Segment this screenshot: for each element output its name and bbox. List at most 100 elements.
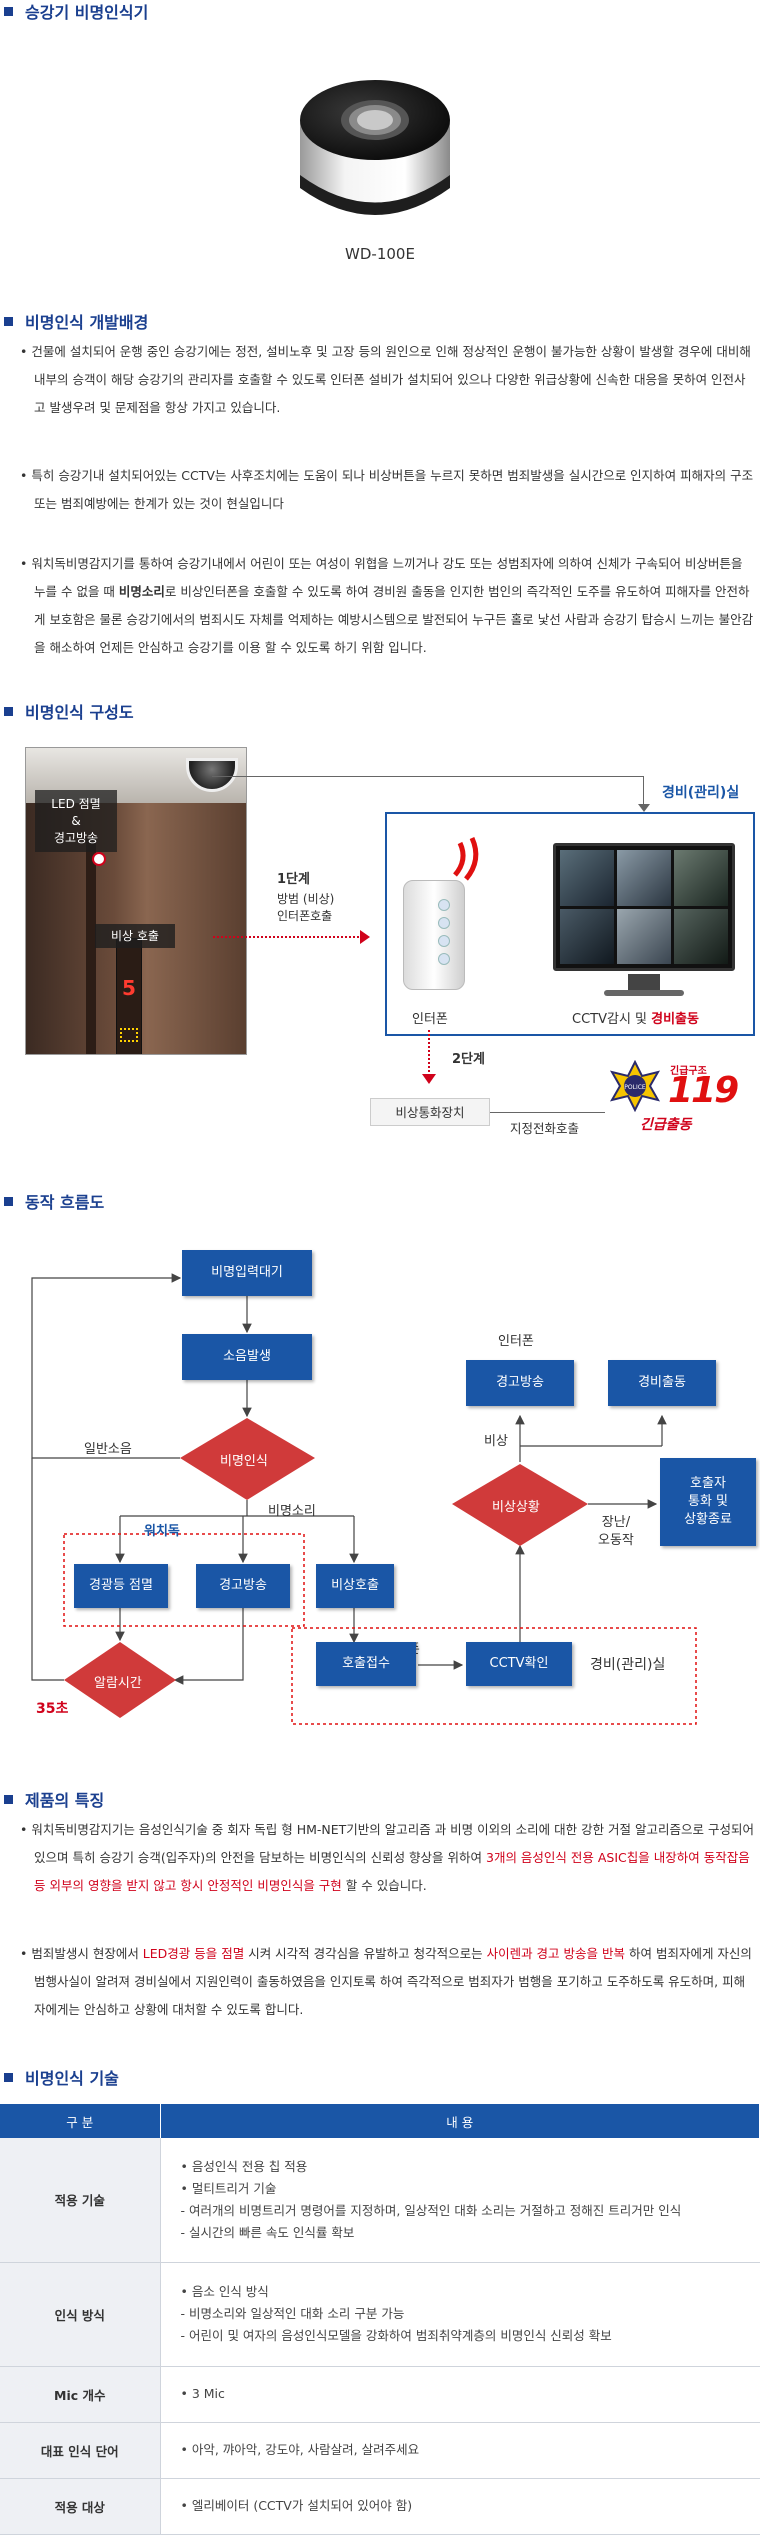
- section-title-product: 승강기 비명인식기: [0, 0, 148, 22]
- value-line: - 실시간의 빠른 속도 인식률 확보: [180, 2224, 355, 2240]
- intercom-top-label: 인터폰: [498, 1334, 534, 1349]
- section-title-text: 제품의 특징: [25, 1791, 105, 1810]
- cctv-check-box: CCTV확인: [466, 1642, 572, 1686]
- guard-room-label: 경비(관리)실: [662, 785, 740, 801]
- paragraph-text: 할 수 있습니다.: [341, 1878, 427, 1893]
- step1-line1: 방범 (비상): [277, 892, 335, 906]
- background-paragraph-2: • 특히 승강기내 설치되어있는 CCTV는 사후조치에는 도움이 되나 비상버…: [20, 468, 754, 511]
- scream-sound-label: 비명소리: [268, 1504, 316, 1519]
- section-title-features: 제품의 특징: [0, 1788, 104, 1810]
- bullet-square-icon: [4, 1196, 13, 1206]
- table-row-value: • 엘리베이터 (CCTV가 설치되어 있어야 함): [160, 2478, 760, 2535]
- paragraph-text: • 워치독비명감지기를 통하여 승강기내에서 어린이 또는 여성이 위협을 느끼…: [20, 556, 743, 599]
- table-row-key: 적용 기술: [0, 2138, 161, 2263]
- section-title-background: 비명인식 개발배경: [0, 310, 148, 332]
- bullet-square-icon: [4, 1794, 13, 1804]
- features-paragraph-2: • 범죄발생시 현장에서 LED경광 등을 점멸 시켜 시각적 경각심을 유발하…: [20, 1940, 755, 2024]
- seconds-label: 35초: [36, 1701, 69, 1717]
- section-title-configuration: 비명인식 구성도: [0, 700, 134, 722]
- value-line: - 비명소리와 일상적인 대화 소리 구분 가능: [180, 2306, 405, 2321]
- background-paragraph-3: • 워치독비명감지기를 통하여 승강기내에서 어린이 또는 여성이 위협을 느끼…: [20, 550, 755, 662]
- signal-waves-icon: [453, 836, 479, 881]
- speaker-device-icon: [300, 80, 450, 215]
- section-title-text: 비명인식 개발배경: [25, 313, 149, 332]
- table-row-key: Mic 개수: [0, 2366, 161, 2423]
- floor-indicator: 5: [122, 976, 136, 1000]
- end-call-box: 호출자 통화 및 상황종료: [660, 1458, 756, 1546]
- emergency-status-label: 비상상황: [492, 1500, 540, 1515]
- emergency-call-label: 비상 호출: [95, 924, 175, 948]
- intercom-device-icon: [403, 880, 465, 990]
- step1-title: 1단계: [277, 872, 310, 887]
- step1-arrowhead-icon: [360, 930, 370, 944]
- table-row-key: 대표 인식 단어: [0, 2422, 161, 2479]
- technology-table: 구 분 내 용 적용 기술 • 음성인식 전용 칩 적용 • 멀티트리거 기술 …: [0, 2104, 760, 2535]
- panel-stripe: [86, 838, 96, 1054]
- camera-connector-line: [212, 776, 644, 777]
- section-title-text: 비명인식 구성도: [25, 703, 134, 722]
- value-line: • 음성인식 전용 칩 적용: [180, 2158, 308, 2174]
- table-row-key: 적용 대상: [0, 2478, 161, 2535]
- monitor-stand: [628, 974, 660, 992]
- rescue-top-label: 긴급구조: [670, 1066, 707, 1077]
- scream-detect-label: 비명인식: [220, 1454, 268, 1469]
- call-accept-box: 호출접수: [316, 1642, 416, 1686]
- emergency-call-box: 비상호출: [316, 1564, 394, 1608]
- step2-arrowhead-icon: [422, 1074, 436, 1084]
- product-model-label: WD-100E: [345, 245, 415, 263]
- guard-dispatch-box: 경비출동: [608, 1360, 716, 1406]
- alarm-time-label: 알람시간: [94, 1676, 142, 1691]
- watchdog-label: 워치독: [144, 1524, 180, 1539]
- police-badge-icon: POLICE: [609, 1060, 661, 1112]
- flow-lines: [31, 1273, 697, 1725]
- normal-noise-label: 일반소음: [84, 1442, 132, 1457]
- step2-label: 2단계: [452, 1052, 485, 1067]
- section-title-technology: 비명인식 기술: [0, 2066, 119, 2088]
- section-title-text: 동작 흐름도: [25, 1193, 105, 1212]
- bullet-square-icon: [4, 2072, 13, 2082]
- camera-connector-arrowhead-icon: [638, 804, 650, 812]
- paragraph-emphasis: 3개의 음성인식 전용 ASIC칩을 내장하여 동작잡음 등 외부의 영향을 받…: [34, 1850, 750, 1893]
- paragraph-emphasis: 비명소리: [118, 584, 165, 599]
- paragraph-text: • 워치독비명감지기는 음성인식기술 중 회자 독립 형 HM-NET기반의 알…: [20, 1822, 755, 1865]
- background-paragraph-1: • 건물에 설치되어 운행 중인 승강기에는 정전, 설비노후 및 고장 등의 …: [20, 344, 751, 415]
- emergency-lbl: 비상: [484, 1434, 508, 1449]
- bullet-square-icon: [4, 6, 13, 16]
- noise-box: 소음발생: [182, 1334, 312, 1380]
- standby-box: 비명입력대기: [182, 1250, 312, 1296]
- paragraph-text: 하여 범죄자에게 자신의 범행사실이 알려져 경비실에서 지원인력이 출동하였음…: [34, 1946, 752, 2017]
- monitor-base: [604, 990, 684, 996]
- table-row-value: • 음소 인식 방식 - 비명소리와 일상적인 대화 소리 구분 가능 - 어린…: [160, 2262, 760, 2367]
- led-indicator-icon: [92, 852, 106, 866]
- table-header-row: 구 분 내 용: [0, 2104, 760, 2138]
- cctv-monitor-icon: [553, 843, 735, 971]
- table-row-value: • 음성인식 전용 칩 적용 • 멀티트리거 기술 - 여러개의 비명트리거 명…: [160, 2138, 760, 2263]
- value-line: - 여러개의 비명트리거 명령어를 지정하며, 일상적인 대화 소리는 거절하고…: [180, 2202, 682, 2218]
- cctv-label-text: CCTV감시 및: [572, 1012, 652, 1027]
- camera-connector-drop: [643, 776, 644, 808]
- table-row-value: • 아악, 꺄아악, 강도야, 사람살려, 살려주세요: [160, 2422, 760, 2479]
- table-row: Mic 개수 • 3 Mic: [0, 2366, 760, 2423]
- designated-call-label: 지정전화호출: [510, 1121, 580, 1136]
- emergency-device-box: 비상통화장치: [370, 1098, 490, 1126]
- svg-text:POLICE: POLICE: [624, 1084, 646, 1091]
- paragraph-text: • 범죄발생시 현장에서: [20, 1946, 143, 1961]
- designated-call-line: [490, 1112, 605, 1113]
- guard-room-flow-label: 경비(관리)실: [590, 1657, 666, 1673]
- step2-arrow: [428, 1030, 430, 1076]
- product-image: [280, 70, 470, 230]
- paragraph-text: 시켜 시각적 경각심을 유발하고 청각적으로는: [244, 1946, 487, 1961]
- table-header-category: 구 분: [0, 2104, 161, 2138]
- section-title-text: 비명인식 기술: [25, 2069, 119, 2088]
- value-line: - 어린이 및 여자의 음성인식모델을 강화하여 범죄취약계층의 비명인식 신뢰…: [180, 2328, 612, 2343]
- section-title-flow: 동작 흐름도: [0, 1190, 104, 1212]
- emergency-dispatch-label: 긴급출동: [640, 1117, 692, 1133]
- step1-line2: 인터폰호출: [277, 909, 333, 923]
- value-line: • 멀티트리거 기술: [180, 2180, 277, 2196]
- prank-label: 장난/ 오동작: [598, 1515, 634, 1548]
- intercom-label: 인터폰: [412, 1012, 448, 1027]
- table-row: 대표 인식 단어 • 아악, 꺄아악, 강도야, 사람살려, 살려주세요: [0, 2422, 760, 2479]
- table-row-key: 인식 방식: [0, 2262, 161, 2367]
- paragraph-emphasis: LED경광 등을 점멸: [142, 1946, 245, 1961]
- table-row: 적용 기술 • 음성인식 전용 칩 적용 • 멀티트리거 기술 - 여러개의 비…: [0, 2138, 760, 2263]
